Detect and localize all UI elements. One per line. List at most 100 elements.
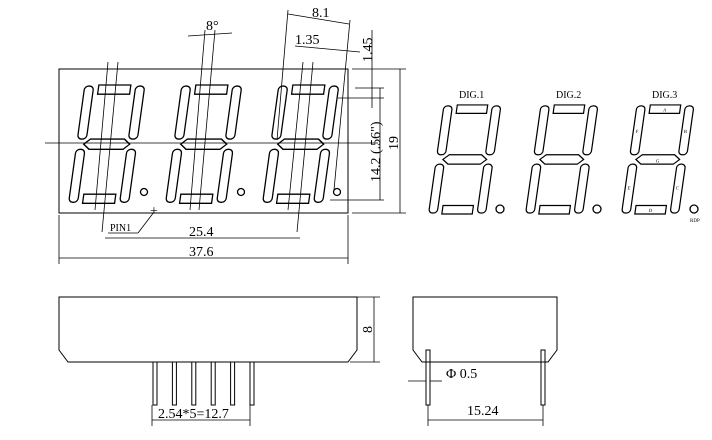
dim-pin-diameter: Φ 0.5 [446, 367, 477, 382]
dim-8-1-line [287, 13, 350, 25]
segment-label-e: E [627, 187, 631, 192]
segment-label-a: A [663, 109, 668, 114]
segment-g [179, 138, 228, 150]
segment-diagram: DIG.1 DIG.2 DIG.3 A B C D E F G RDP [428, 90, 700, 224]
segment-f [629, 105, 646, 156]
segment-d [178, 193, 214, 205]
end-pin-right [540, 349, 546, 406]
seven-segment-digit [262, 84, 339, 205]
decimal-point [592, 204, 602, 214]
dim-body-height: 8 [361, 326, 376, 333]
digit-label-1: DIG.1 [459, 90, 484, 101]
decimal-point [236, 187, 246, 197]
pin1-label: PIN1 [110, 223, 131, 234]
angle-label: 8° [206, 19, 219, 34]
segment-d [538, 204, 572, 215]
right-digits: A B C D E F G [428, 104, 699, 215]
digit-axis-line [287, 61, 304, 211]
segment-label-c: C [675, 187, 679, 192]
segment-b [678, 105, 695, 156]
digit-label-2: DIG.2 [556, 90, 581, 101]
segment-label-g: G [655, 159, 660, 164]
seven-segment-digit: A B C D E F G [621, 104, 695, 215]
segment-a [648, 104, 682, 115]
ext-line [333, 19, 351, 191]
segment-c [573, 163, 590, 214]
pin [230, 361, 236, 406]
segment-label-d: D [648, 209, 653, 214]
segment-a [455, 104, 489, 115]
seven-segment-digit [428, 104, 502, 215]
dim-pitch: 25.4 [189, 225, 214, 240]
angle-dim-line [187, 32, 233, 37]
segment-f [174, 85, 191, 140]
dim-pin-pitch: 2.54*5=12.7 [158, 407, 229, 422]
side-body-outline [58, 296, 358, 363]
end-body-outline [412, 296, 558, 363]
segment-d [634, 204, 668, 215]
segment-b [582, 105, 599, 156]
segment-c [216, 148, 234, 203]
digit-label-3: DIG.3 [652, 90, 677, 101]
pin1-leader [137, 211, 155, 234]
end-view: Φ 0.5 15.24 [408, 296, 558, 426]
decimal-point [332, 187, 342, 197]
front-view: 8° 8.1 1.35 1.45 14.2 (.56") 19 PIN1 + 2… [45, 6, 406, 264]
pin [171, 361, 177, 406]
digit-axis-line [94, 61, 109, 211]
segment-c [119, 148, 137, 203]
dp-label: RDP [690, 219, 700, 224]
segment-e [262, 148, 280, 203]
segment-b [128, 85, 145, 140]
segment-label-f: F [635, 130, 639, 135]
segment-f [77, 85, 94, 140]
pin1-marker: + [150, 204, 158, 219]
segment-e [428, 163, 445, 214]
segment-a [193, 84, 229, 95]
front-digits [68, 84, 342, 205]
pin [191, 361, 197, 406]
decimal-point [689, 204, 699, 214]
segment-b [485, 105, 502, 156]
decimal-point [139, 187, 149, 197]
segment-b [322, 85, 339, 140]
decimal-point [495, 204, 505, 214]
seven-segment-digit [525, 104, 599, 215]
pin [249, 361, 255, 406]
segment-a [552, 104, 586, 115]
end-pin-left [425, 349, 431, 406]
dim-height: 19 [387, 136, 402, 150]
segment-e [525, 163, 542, 214]
segment-f [533, 105, 550, 156]
segment-a [290, 84, 326, 95]
digit-axis-line [101, 61, 119, 233]
digit-axis-line [296, 61, 314, 233]
segment-b [225, 85, 242, 140]
side-pins [152, 361, 255, 406]
pin [152, 361, 158, 406]
segment-d [81, 193, 117, 205]
segment-g [538, 154, 585, 165]
segment-e [621, 163, 638, 214]
dim-1-35-line [294, 45, 361, 53]
segment-e [165, 148, 183, 203]
dim-top-offset: 1.45 [361, 38, 376, 63]
segment-d [441, 204, 475, 215]
segment-g [441, 154, 488, 165]
segment-g [634, 154, 681, 165]
segment-d [275, 193, 311, 205]
dim-length: 37.6 [189, 245, 214, 260]
dim-row-spacing: 15.24 [467, 404, 499, 419]
segment-f [436, 105, 453, 156]
digit-axis-line [189, 29, 206, 211]
segment-c [669, 163, 686, 214]
segment-a [96, 84, 132, 95]
segment-c [313, 148, 331, 203]
segment-label-b: B [683, 130, 687, 135]
dim-stroke-width: 1.35 [295, 33, 320, 48]
digit-axis-line [198, 29, 216, 211]
seven-segment-digit [165, 84, 242, 205]
segment-g [276, 138, 325, 150]
side-view: 8 2.54*5=12.7 [58, 296, 380, 426]
